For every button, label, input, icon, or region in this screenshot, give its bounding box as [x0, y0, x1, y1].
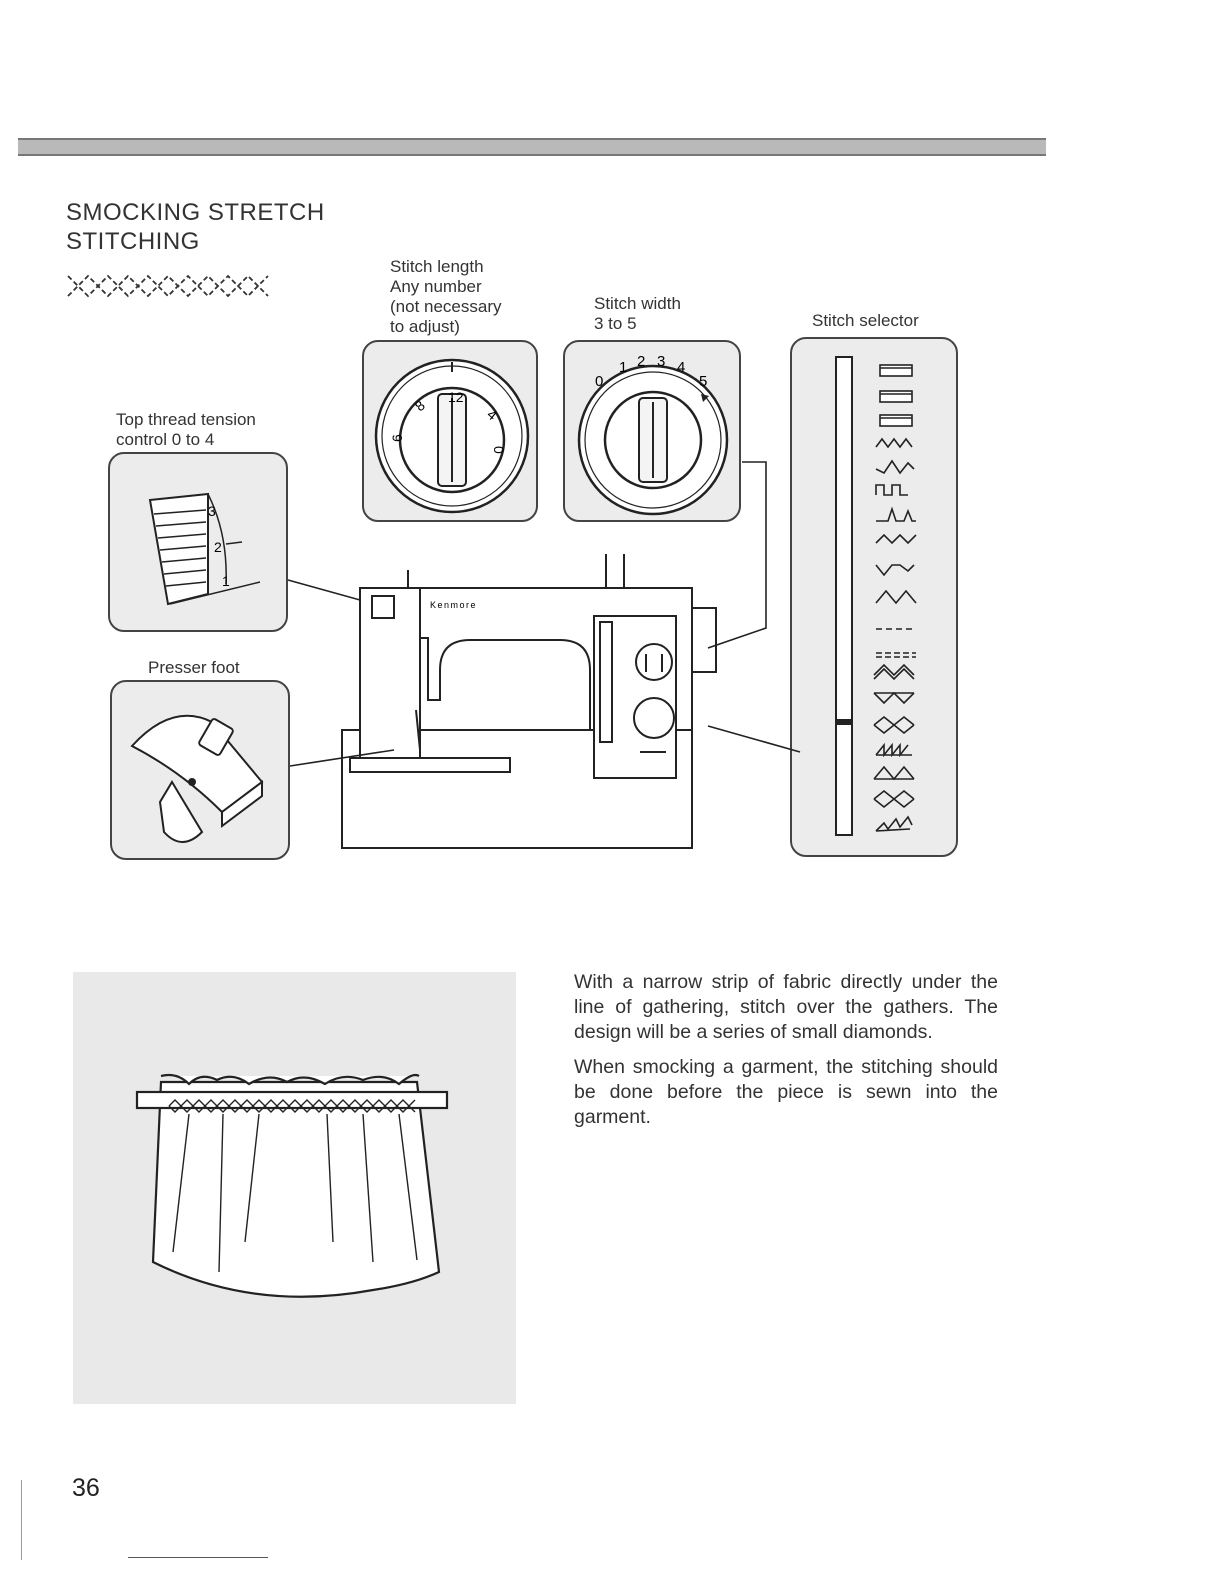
stitch-width-label-line1: Stitch width: [594, 294, 681, 314]
stitch-length-label: Stitch length Any number (not necessary …: [390, 257, 502, 337]
fabric-illustration-panel: [73, 972, 516, 1404]
top-thread-label-line2: control 0 to 4: [116, 430, 256, 450]
presser-foot-icon: [112, 682, 288, 858]
length-mark-12: 12: [448, 389, 464, 405]
machine-brand-label: Kenmore: [430, 600, 477, 610]
body-paragraph-2: When smocking a garment, the stitching s…: [574, 1055, 998, 1130]
body-text: With a narrow strip of fabric directly u…: [574, 970, 998, 1140]
length-mark-0: 0: [491, 446, 507, 454]
sewing-machine-illustration: Kenmore: [290, 530, 800, 860]
stitch-width-label-line2: 3 to 5: [594, 314, 681, 334]
width-mark-4: 4: [677, 359, 685, 376]
top-thread-label-line1: Top thread tension: [116, 410, 256, 430]
top-thread-label: Top thread tension control 0 to 4: [116, 410, 256, 450]
header-bar: [18, 138, 1046, 156]
page-number: 36: [72, 1474, 100, 1503]
bottom-rule: [128, 1557, 268, 1558]
stitch-length-label-line1: Stitch length: [390, 257, 502, 277]
width-mark-1: 1: [619, 359, 627, 376]
tension-mark-2: 2: [214, 539, 222, 555]
stitch-selector-panel: [790, 337, 958, 857]
stitch-width-dial: 0 1 2 3 4 5: [565, 342, 739, 520]
section-title-line1: SMOCKING STRETCH: [66, 198, 325, 227]
width-mark-0: 0: [595, 373, 603, 390]
presser-foot-label: Presser foot: [148, 658, 240, 678]
tension-mark-1: 1: [222, 573, 230, 589]
section-title-line2: STITCHING: [66, 227, 325, 256]
stitch-length-label-line2: Any number: [390, 277, 502, 297]
stitch-selector-label: Stitch selector: [812, 311, 919, 331]
presser-foot-panel: [110, 680, 290, 860]
width-mark-5: 5: [699, 373, 707, 390]
length-mark-6: 6: [389, 434, 405, 442]
body-paragraph-1: With a narrow strip of fabric directly u…: [574, 970, 998, 1045]
stitch-width-label: Stitch width 3 to 5: [594, 294, 681, 334]
selector-indicator: [837, 719, 851, 725]
width-mark-2: 2: [637, 353, 645, 370]
width-mark-3: 3: [657, 353, 665, 370]
stitch-selector-chart: [792, 339, 956, 855]
margin-tick: [21, 1480, 22, 1560]
tension-mark-3: 3: [208, 503, 216, 519]
stitch-width-dial-panel: 0 1 2 3 4 5: [563, 340, 741, 522]
smocked-fabric-illustration: [73, 972, 516, 1404]
smocking-stitch-sample-icon: [66, 268, 276, 308]
stitch-length-dial-panel: 8 12 4 0 6: [362, 340, 538, 522]
stitch-length-label-line3: (not necessary: [390, 297, 502, 317]
tension-control-panel: 3 2 1: [108, 452, 288, 632]
stitch-length-dial: 8 12 4 0 6: [364, 342, 536, 520]
tension-dial: 3 2 1: [110, 454, 286, 630]
stitch-length-label-line4: to adjust): [390, 317, 502, 337]
section-title: SMOCKING STRETCH STITCHING: [66, 198, 325, 256]
